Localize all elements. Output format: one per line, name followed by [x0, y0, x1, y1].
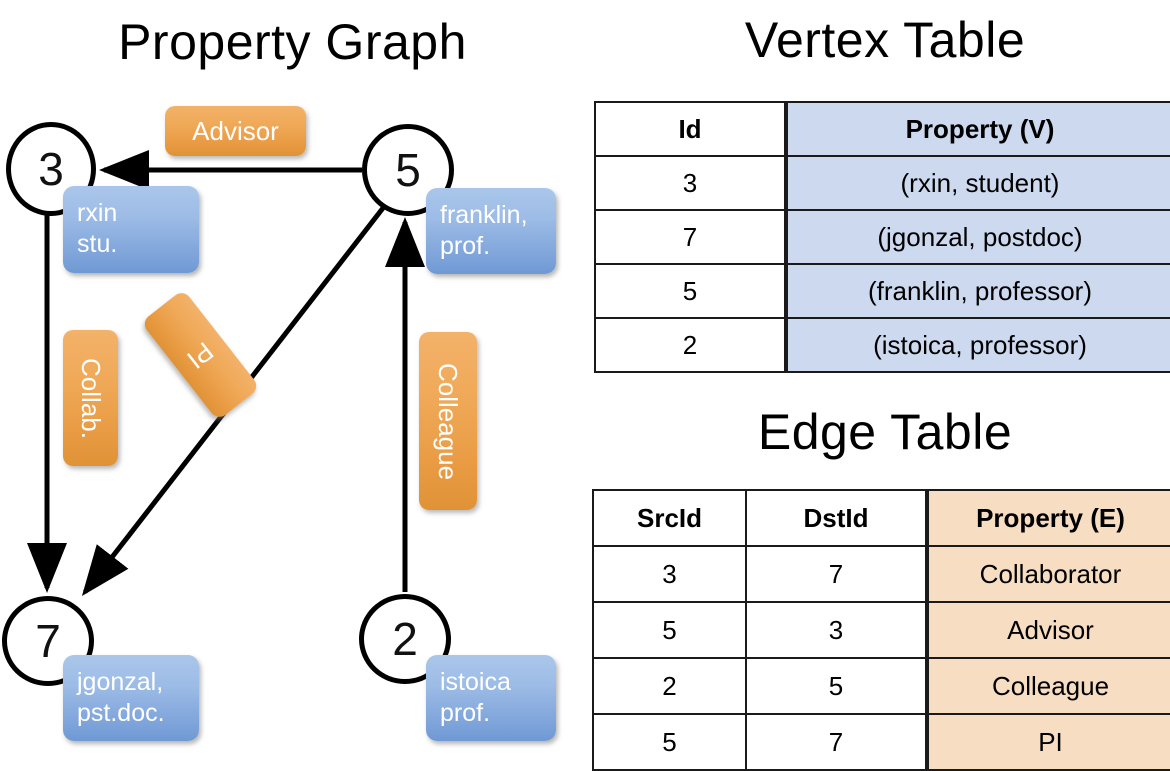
- edge-table-header-row: SrcId DstId Property (E): [592, 489, 1170, 547]
- edge-cell-src: 3: [592, 545, 747, 603]
- edge-cell-property: Colleague: [925, 657, 1170, 715]
- node-5-property-line2: prof.: [440, 232, 491, 260]
- vertex-table: Id Property (V) 3 (rxin, student) 7 (jgo…: [594, 101, 1170, 373]
- edge-label-pi: PI: [140, 289, 261, 421]
- graph-node-7-label: 7: [35, 615, 61, 667]
- graph-node-3-label: 3: [38, 143, 64, 195]
- table-row: 7 (jgonzal, postdoc): [594, 209, 1170, 265]
- table-row: 3 (rxin, student): [594, 155, 1170, 211]
- node-2-property-line1: istoica: [440, 668, 511, 696]
- property-graph-diagram: 3 5 7 2 rxin stu. franklin, prof. jgonza…: [0, 0, 585, 760]
- edge-table-header-dstid: DstId: [745, 489, 928, 547]
- edge-cell-property: PI: [925, 713, 1170, 771]
- edge-cell-src: 2: [592, 657, 747, 715]
- edge-label-advisor-text: Advisor: [192, 115, 279, 146]
- edge-cell-src: 5: [592, 713, 747, 771]
- edge-cell-dst: 5: [745, 657, 928, 715]
- edge-cell-dst: 3: [745, 601, 928, 659]
- node-3-property-box: rxin stu.: [63, 186, 199, 273]
- page-title-property-graph: Property Graph: [118, 14, 467, 70]
- edge-label-pi-text: PI: [181, 336, 220, 375]
- table-row: 3 7 Collaborator: [592, 545, 1170, 603]
- node-7-property-line2: pst.doc.: [77, 699, 165, 727]
- page-title-edge-table: Edge Table: [757, 404, 1013, 460]
- graph-node-2[interactable]: 2: [359, 594, 451, 684]
- node-7-property-line1: jgonzal,: [77, 668, 164, 696]
- table-row: 2 (istoica, professor): [594, 317, 1170, 373]
- node-2-property-box: istoica prof.: [426, 655, 556, 741]
- edge-cell-dst: 7: [745, 713, 928, 771]
- edge-cell-property: Advisor: [925, 601, 1170, 659]
- graph-node-2-label: 2: [392, 613, 418, 665]
- vertex-cell-id: 2: [594, 317, 787, 373]
- vertex-cell-property: (rxin, student): [784, 155, 1170, 211]
- table-row: 5 3 Advisor: [592, 601, 1170, 659]
- edge-table-header-property: Property (E): [925, 489, 1170, 547]
- node-5-property-line1: franklin,: [440, 201, 528, 229]
- table-row: 5 (franklin, professor): [594, 263, 1170, 319]
- vertex-table-header-row: Id Property (V): [594, 101, 1170, 157]
- edge-table: SrcId DstId Property (E) 3 7 Collaborato…: [592, 489, 1170, 771]
- vertex-cell-id: 3: [594, 155, 787, 211]
- node-5-property-box: franklin, prof.: [426, 188, 556, 274]
- node-2-property-line2: prof.: [440, 699, 491, 727]
- vertex-table-header-property: Property (V): [784, 101, 1170, 157]
- vertex-table-header-id: Id: [594, 101, 787, 157]
- graph-node-5-label: 5: [395, 144, 421, 196]
- vertex-cell-id: 7: [594, 209, 787, 265]
- page-title-vertex-table: Vertex Table: [744, 12, 1026, 68]
- vertex-cell-property: (istoica, professor): [784, 317, 1170, 373]
- node-3-property-line1: rxin: [77, 199, 118, 227]
- edge-label-collab-text: Collab.: [76, 357, 106, 439]
- edge-label-collab: Collab.: [63, 330, 118, 466]
- vertex-cell-property: (jgonzal, postdoc): [784, 209, 1170, 265]
- graph-node-5[interactable]: 5: [362, 124, 454, 216]
- vertex-cell-property: (franklin, professor): [784, 263, 1170, 319]
- edge-table-header-srcid: SrcId: [592, 489, 747, 547]
- edge-label-advisor: Advisor: [165, 106, 306, 156]
- table-row: 2 5 Colleague: [592, 657, 1170, 715]
- edge-label-colleague-text: Colleague: [433, 362, 464, 480]
- edge-cell-dst: 7: [745, 545, 928, 603]
- table-row: 5 7 PI: [592, 713, 1170, 771]
- vertex-cell-id: 5: [594, 263, 787, 319]
- node-3-property-line2: stu.: [77, 230, 118, 258]
- edge-cell-src: 5: [592, 601, 747, 659]
- edge-cell-property: Collaborator: [925, 545, 1170, 603]
- edge-label-colleague: Colleague: [419, 332, 477, 510]
- node-7-property-box: jgonzal, pst.doc.: [63, 655, 199, 741]
